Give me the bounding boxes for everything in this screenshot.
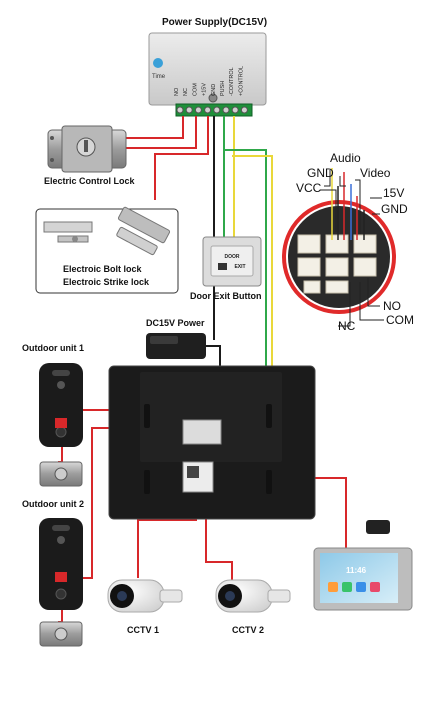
pin-audio-label: Audio: [330, 151, 361, 165]
terminal-screw: [204, 106, 212, 114]
cctv-1-label: CCTV 1: [127, 625, 160, 635]
indoor-monitor-front: 11:46: [313, 520, 413, 611]
pin-15v-label: 15V: [383, 186, 405, 200]
terminal-screw: [231, 106, 239, 114]
ps-terminal-label: NO: [174, 87, 180, 96]
power-supply-label: Power Supply(DC15V): [162, 17, 268, 28]
time-knob-icon: [153, 58, 163, 68]
bolt-strike-lock-box: [35, 206, 179, 294]
outdoor-unit-1: [39, 363, 83, 447]
pin-video-label: Video: [360, 166, 391, 180]
electric-strike-lock-label: Electroic Strike lock: [63, 277, 150, 287]
ps-terminal-label: +CONTROL: [238, 66, 244, 96]
connector-pin-wires: [331, 168, 365, 240]
pin-com-label: COM: [386, 313, 414, 327]
pin-no-label: NO: [383, 299, 401, 313]
small-camera-icon: [366, 520, 390, 534]
connector-zoom: [282, 168, 396, 327]
unit1-connector: [55, 418, 67, 428]
dc15v-adapter: [146, 333, 206, 359]
dc15v-power-label: DC15V Power: [146, 318, 205, 328]
terminal-screw: [194, 106, 202, 114]
terminal-screw: [222, 106, 230, 114]
pin-nc-label: NC: [338, 319, 356, 333]
outdoor-unit-1-label: Outdoor unit 1: [22, 343, 84, 353]
outdoor-unit-2-lock: [39, 621, 83, 647]
pin-gnd-right-label: GND: [381, 202, 408, 216]
electric-control-lock: [47, 125, 127, 173]
terminal-screw: [213, 106, 221, 114]
exit-button-text-door: DOOR: [225, 254, 240, 260]
ps-terminal-label: -CONTROL: [229, 67, 235, 96]
unit2-connector: [55, 572, 67, 582]
electric-bolt-lock-label: Electroic Bolt lock: [63, 264, 142, 274]
electric-control-lock-label: Electric Control Lock: [44, 176, 135, 186]
outdoor-unit-1-lock: [39, 461, 83, 487]
ps-terminal-label: PUSH: [220, 81, 226, 96]
pin-vcc-label: VCC: [296, 181, 322, 195]
pin-gnd-top-label: GND: [307, 166, 334, 180]
terminal-screw: [185, 106, 193, 114]
cctv-2-label: CCTV 2: [232, 625, 265, 635]
rear-connector-panel: [182, 419, 222, 445]
ps-terminal-label: GND: [211, 84, 217, 96]
connector-leader-lines: [320, 170, 384, 327]
door-exit-button: DOOR EXIT: [202, 236, 262, 287]
cctv-1-camera: [107, 579, 183, 613]
terminal-screw: [176, 106, 184, 114]
cctv-2-camera: [215, 579, 291, 613]
electric-bolt-lock-icon: [43, 221, 93, 243]
main-monitor-back: [108, 365, 316, 520]
ps-terminal-label: COM: [192, 83, 198, 96]
outdoor-unit-2: [39, 518, 83, 610]
outdoor-unit-2-label: Outdoor unit 2: [22, 499, 84, 509]
ps-terminal-label: NC: [183, 88, 189, 96]
ps-time-label: Time: [152, 74, 166, 80]
electric-strike-lock-icon: [116, 206, 171, 256]
door-exit-button-label: Door Exit Button: [190, 291, 262, 301]
monitor-time: 11:46: [346, 566, 367, 575]
terminal-screw: [240, 106, 248, 114]
terminal-screws: [176, 106, 248, 114]
exit-button-text-exit: EXIT: [234, 264, 245, 270]
ps-terminal-label: +15V: [202, 83, 208, 96]
